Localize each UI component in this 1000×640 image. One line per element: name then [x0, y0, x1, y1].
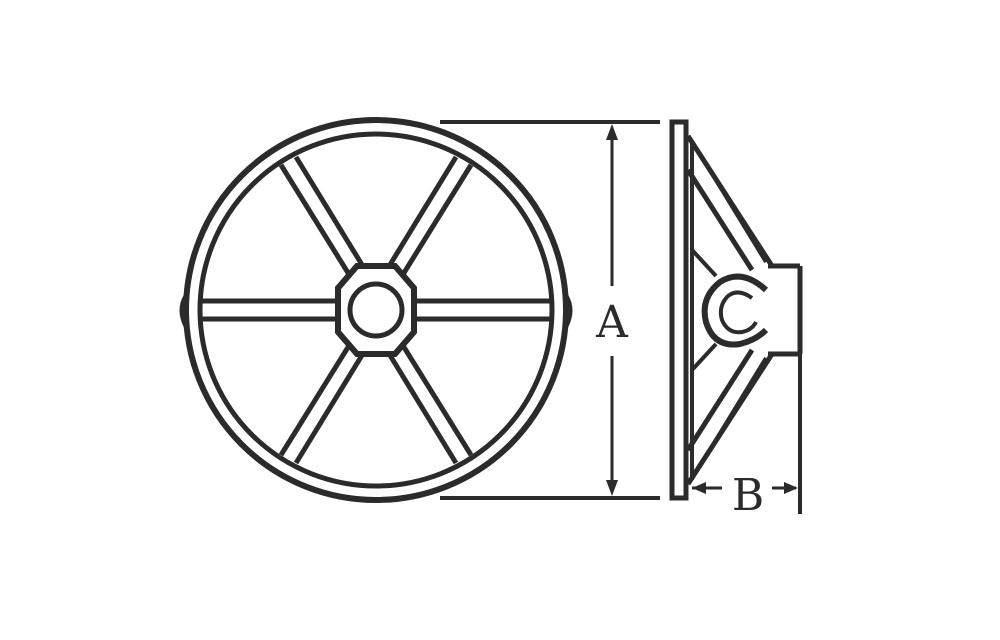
outer-rim-outer: [183, 117, 569, 503]
spoke-horizontal-right: [414, 298, 550, 322]
hub-bore: [347, 281, 405, 339]
side-view: [669, 119, 803, 501]
spoke-lower-right: [385, 342, 474, 465]
strut-lower: [685, 348, 775, 486]
hub-clip-inner: [718, 290, 758, 335]
hub-clip: [701, 273, 769, 348]
dimension-b: B: [692, 354, 802, 521]
dimension-label-b: B: [732, 470, 764, 521]
base-plate: [669, 119, 689, 501]
outer-rim-inner: [197, 131, 555, 489]
rim-tab-right: [563, 294, 573, 328]
spoke-upper-right: [385, 155, 474, 278]
rim-tab-left: [179, 294, 189, 328]
spoke-lower-left: [278, 342, 367, 465]
strut-upper: [685, 134, 775, 272]
arrow-b-right: [784, 482, 798, 494]
arrow-a-top: [606, 124, 618, 140]
spoke-horizontal-left: [202, 298, 338, 322]
dimension-a: A: [440, 120, 660, 500]
strut-middle-lower: [690, 342, 718, 372]
spoke-upper-left: [278, 155, 367, 278]
dimension-label-a: A: [595, 297, 629, 348]
hub-hexagon: [335, 263, 417, 357]
strut-middle-upper: [690, 248, 718, 278]
arrow-b-left: [692, 482, 706, 494]
arrow-a-bottom: [606, 480, 618, 496]
front-view-wheel: [179, 117, 573, 503]
